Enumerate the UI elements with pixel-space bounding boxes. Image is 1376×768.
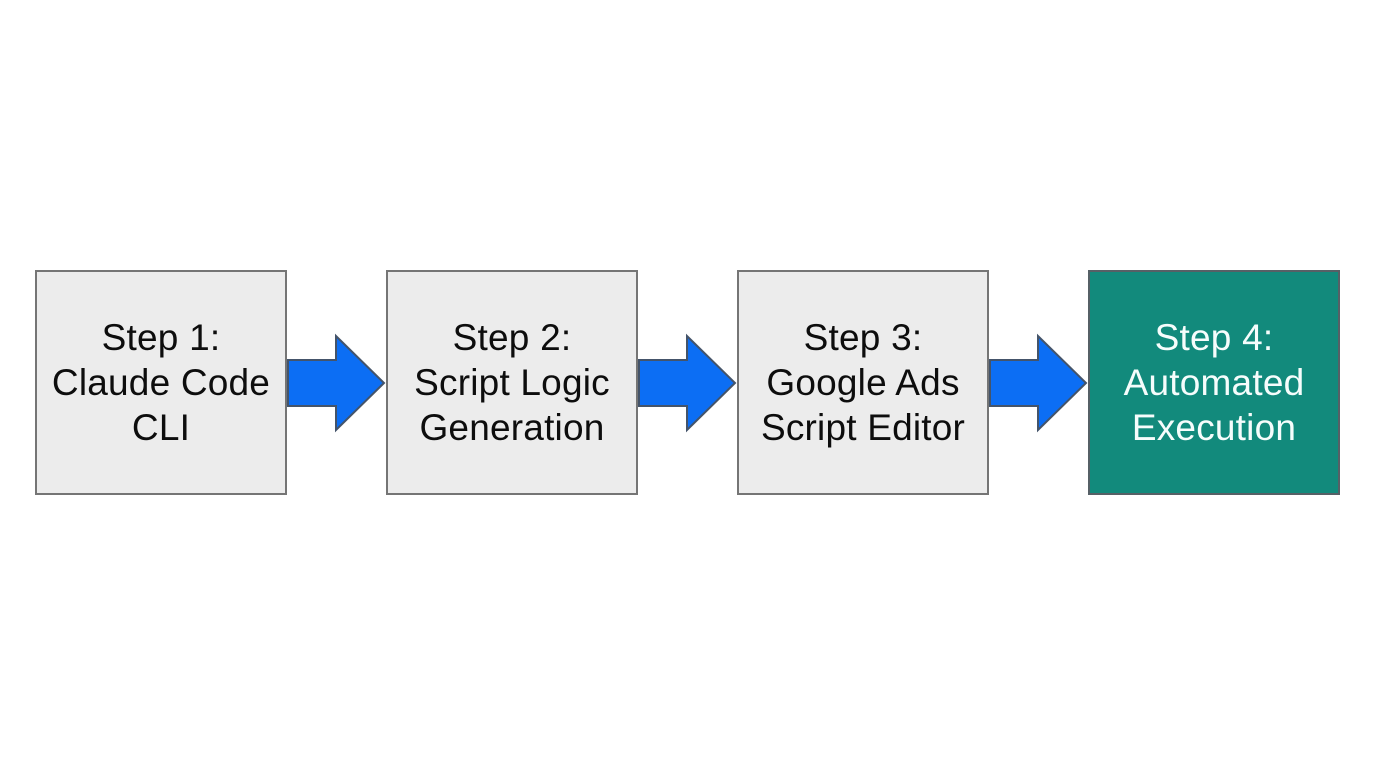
step-box-4: Step 4: Automated Execution <box>1088 270 1340 495</box>
flowchart: Step 1: Claude Code CLI Step 2: Script L… <box>35 270 1340 495</box>
step-box-2: Step 2: Script Logic Generation <box>386 270 638 495</box>
right-arrow-icon <box>638 333 737 432</box>
right-arrow-icon <box>989 333 1088 432</box>
step-box-1: Step 1: Claude Code CLI <box>35 270 287 495</box>
right-arrow-icon <box>287 333 386 432</box>
step-box-3: Step 3: Google Ads Script Editor <box>737 270 989 495</box>
